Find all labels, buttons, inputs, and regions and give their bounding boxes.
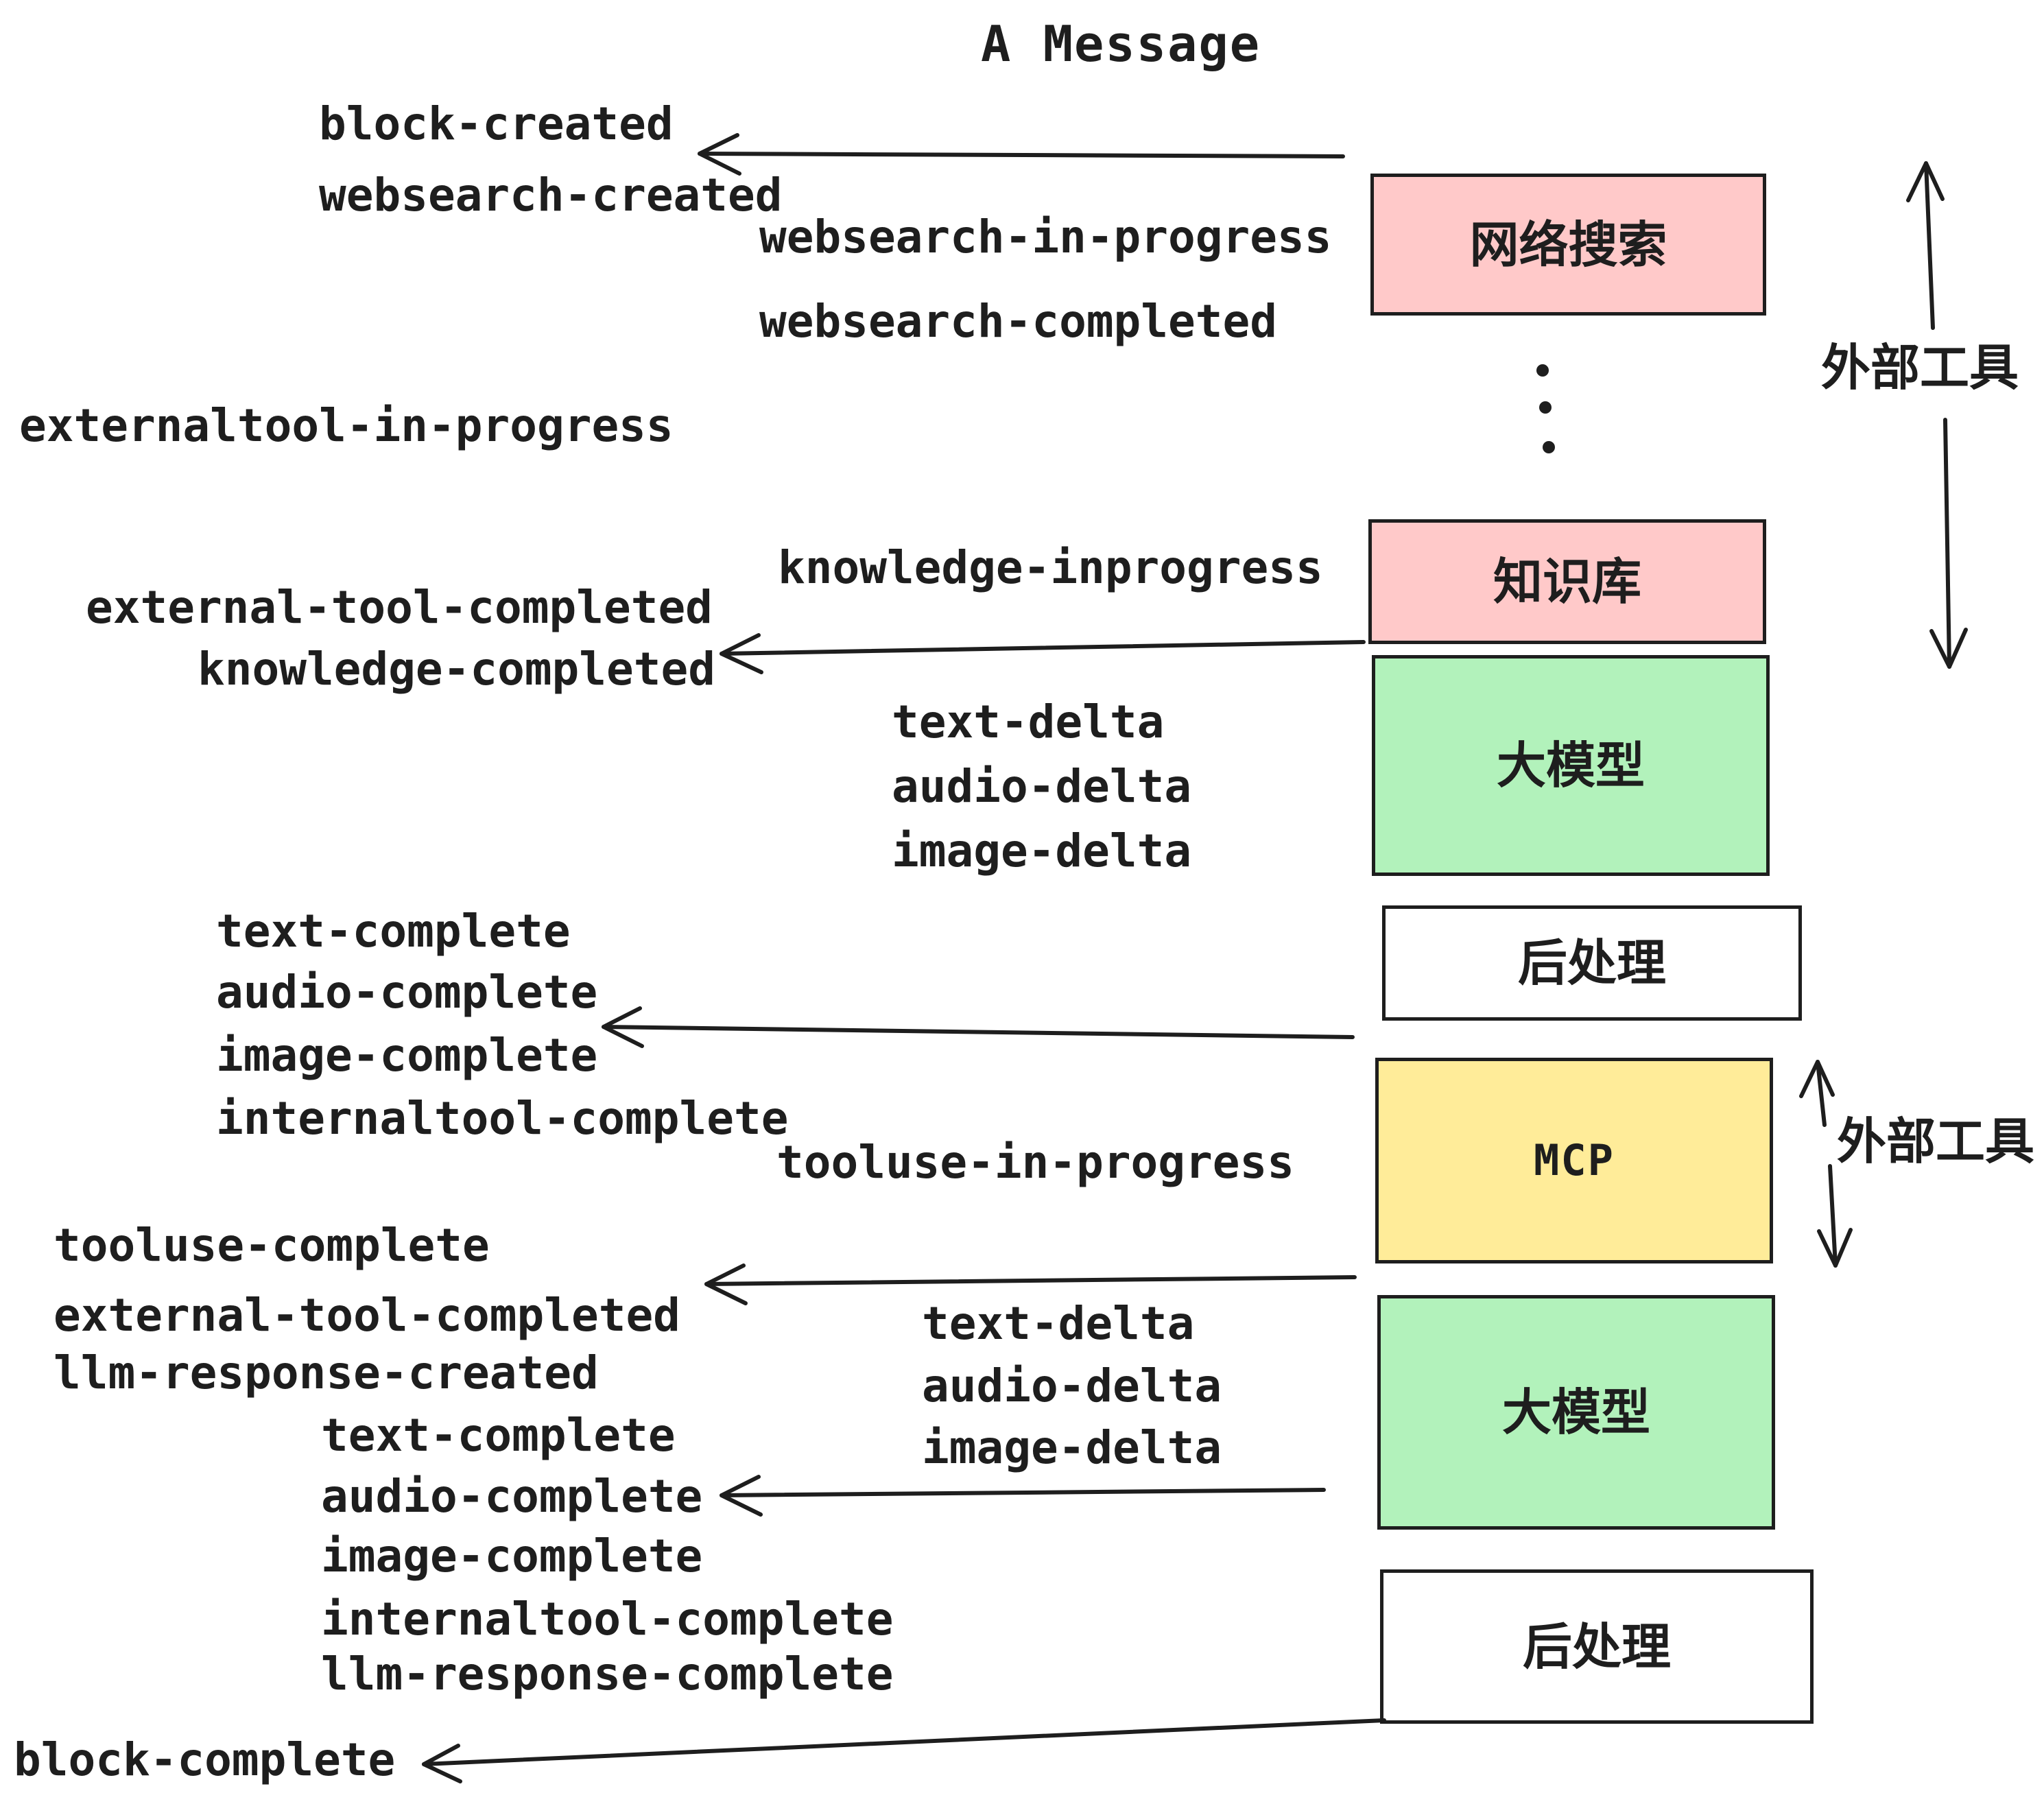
flow-box-mcp: MCP	[1375, 1058, 1773, 1263]
event-label-external-tool-completed-2: external-tool-completed	[54, 1289, 680, 1342]
event-label-image-complete-2: image-complete	[321, 1530, 703, 1582]
ellipsis-dot	[1543, 441, 1555, 453]
flow-box-postprocess-1-label: 后处理	[1517, 934, 1666, 992]
arrow-to-knowledge-completed	[720, 633, 1366, 674]
arrow-to-audio-complete-2	[720, 1475, 1326, 1517]
side-label-external-tools-2: 外部工具	[1837, 1113, 2035, 1170]
event-label-audio-complete-2: audio-complete	[321, 1470, 703, 1523]
external-tools-down-arrow-2	[1817, 1164, 1853, 1268]
event-label-internaltool-complete-2: internaltool-complete	[321, 1593, 894, 1646]
event-label-text-complete-2: text-complete	[321, 1409, 676, 1462]
event-label-block-complete: block-complete	[14, 1733, 396, 1786]
event-label-image-delta-2: image-delta	[922, 1421, 1222, 1474]
event-label-text-delta-2: text-delta	[922, 1297, 1195, 1350]
external-tools-up-arrow-2	[1799, 1060, 1835, 1127]
arrow-to-block-created	[698, 133, 1345, 176]
event-label-knowledge-inprogress: knowledge-inprogress	[778, 541, 1323, 594]
event-label-llm-response-created: llm-response-created	[54, 1346, 599, 1399]
arrow-to-image-complete	[602, 1006, 1355, 1048]
event-label-block-created: block-created	[319, 97, 674, 150]
flow-box-llm-2-label: 大模型	[1501, 1384, 1650, 1441]
flow-box-knowledge: 知识库	[1368, 519, 1766, 644]
side-label-external-tools-1: 外部工具	[1821, 339, 2019, 396]
event-label-audio-complete: audio-complete	[216, 966, 598, 1019]
event-label-text-complete: text-complete	[216, 905, 571, 958]
event-label-image-complete: image-complete	[216, 1029, 598, 1082]
event-label-audio-delta: audio-delta	[892, 760, 1192, 813]
flow-box-knowledge-label: 知识库	[1493, 553, 1641, 610]
event-label-externaltool-in-progress: externaltool-in-progress	[19, 399, 674, 452]
ellipsis-dot	[1539, 401, 1552, 414]
arrow-to-block-complete	[422, 1718, 1386, 1783]
event-label-websearch-completed: websearch-completed	[759, 295, 1277, 348]
flow-box-websearch: 网络搜索	[1370, 174, 1766, 316]
flow-box-llm-1: 大模型	[1372, 655, 1770, 876]
flow-box-postprocess-2: 后处理	[1380, 1569, 1814, 1724]
event-label-external-tool-completed: external-tool-completed	[86, 581, 713, 634]
event-label-tooluse-complete: tooluse-complete	[54, 1219, 490, 1272]
event-label-websearch-created: websearch-created	[319, 169, 783, 222]
event-label-websearch-in-progress: websearch-in-progress	[759, 211, 1332, 263]
event-label-knowledge-completed: knowledge-completed	[198, 643, 715, 696]
external-tools-down-arrow-1	[1929, 418, 1968, 669]
event-label-text-delta: text-delta	[892, 696, 1165, 748]
event-label-llm-response-complete: llm-response-complete	[321, 1648, 894, 1700]
event-label-audio-delta-2: audio-delta	[922, 1360, 1222, 1412]
flow-box-llm-2: 大模型	[1377, 1295, 1775, 1530]
event-label-tooluse-in-progress: tooluse-in-progress	[776, 1136, 1294, 1189]
flow-box-websearch-label: 网络搜索	[1469, 215, 1667, 274]
ellipsis-dot	[1536, 364, 1549, 377]
diagram-title: A Message	[981, 15, 1261, 73]
event-label-internaltool-complete: internaltool-complete	[216, 1092, 789, 1145]
flow-box-llm-1-label: 大模型	[1496, 737, 1645, 794]
event-label-image-delta: image-delta	[892, 824, 1192, 877]
flow-box-postprocess-1: 后处理	[1382, 905, 1802, 1021]
flow-box-postprocess-2-label: 后处理	[1522, 1617, 1671, 1676]
flow-box-mcp-label: MCP	[1534, 1135, 1615, 1185]
external-tools-up-arrow-1	[1906, 161, 1945, 330]
